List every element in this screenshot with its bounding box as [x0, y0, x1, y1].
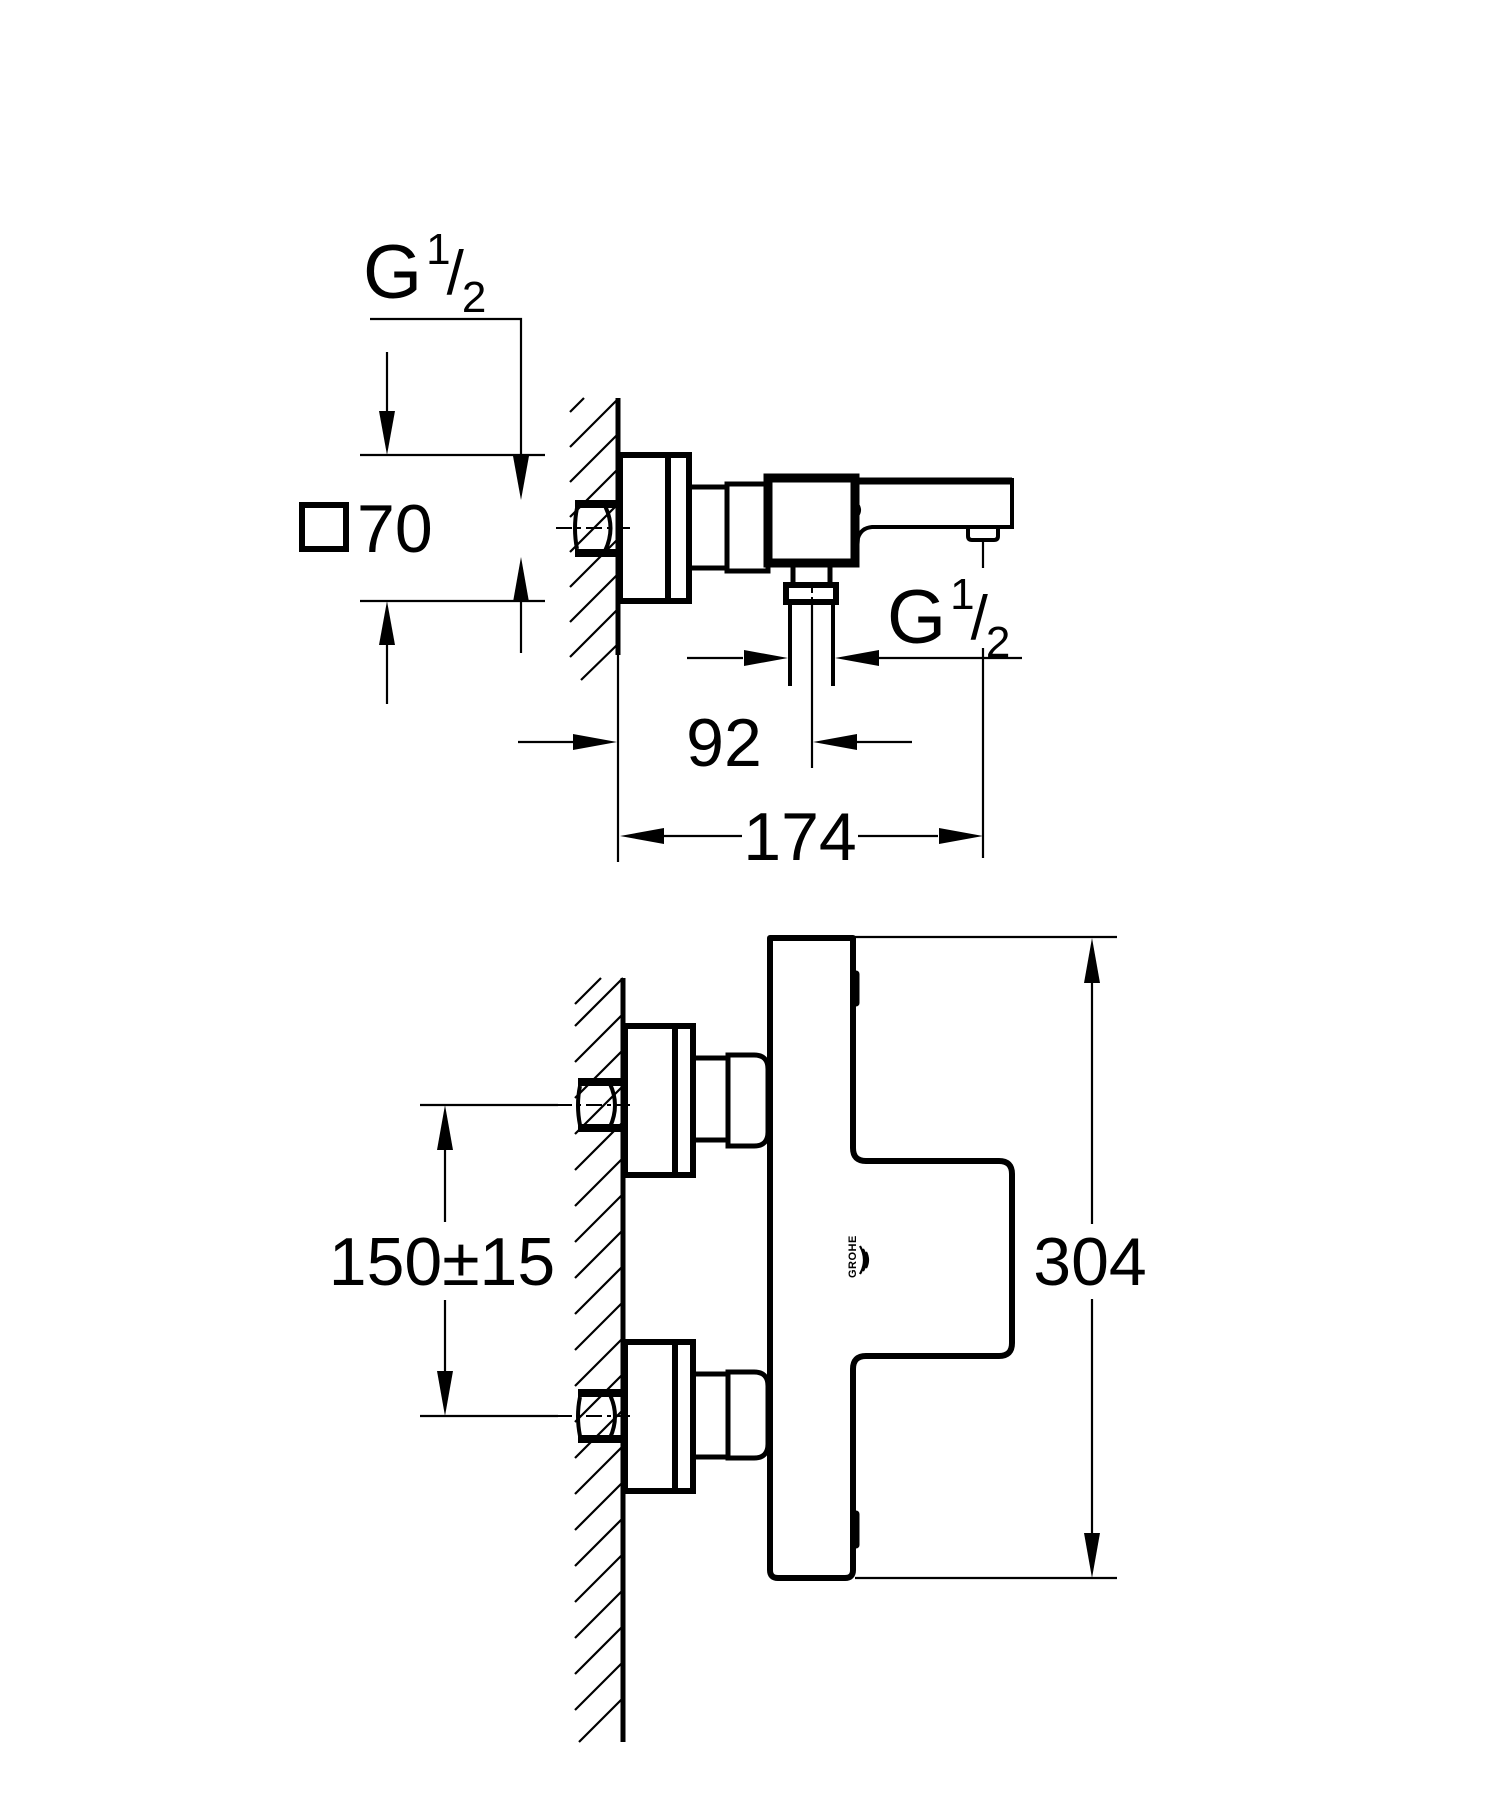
spout-reach-label: 174 — [743, 799, 856, 875]
dimension-total-height: 304 — [853, 935, 1147, 1580]
connection-shaft-side-view — [686, 484, 730, 571]
side-view: G1/2 70 92 G1/2 — [299, 225, 1022, 875]
lower-connection-shaft — [690, 1371, 731, 1460]
front-view: GROHE 150±15 304 — [329, 935, 1147, 1743]
wall-hatch-front-view — [574, 977, 624, 1743]
lower-escutcheon — [622, 1339, 696, 1494]
shower-outlet-side-view — [783, 563, 839, 768]
inlet-thread-label: G1/2 — [363, 225, 486, 322]
square-symbol — [299, 502, 349, 552]
lower-inlet-nut — [576, 1389, 623, 1443]
escutcheon-size-label: 70 — [357, 491, 433, 567]
dimension-outlet-offset-92: 92 — [518, 705, 912, 781]
dimension-escutcheon-70: 70 — [299, 352, 545, 704]
spout-side-view — [854, 477, 1014, 564]
outlet-offset-label: 92 — [686, 705, 762, 781]
brand-logo: GROHE — [847, 1235, 870, 1278]
spout-nozzle — [966, 527, 1000, 542]
dimension-outlet-thread: G1/2 — [687, 570, 1022, 667]
thermostat-body-outline — [767, 935, 1015, 1581]
upper-connection-collar — [725, 1052, 771, 1149]
connection-collar-side-view — [724, 481, 771, 574]
dimension-inlet-thread: G1/2 — [363, 225, 529, 653]
body-side-notch — [854, 501, 861, 519]
brand-logo-spray-lines — [859, 1245, 870, 1275]
upper-connection-shaft — [690, 1055, 731, 1143]
total-height-label: 304 — [1033, 1224, 1146, 1300]
dimension-inlet-spacing: 150±15 — [329, 1103, 630, 1418]
inlet-spacing-label: 150±15 — [329, 1224, 555, 1300]
brand-logo-text: GROHE — [847, 1235, 859, 1278]
outlet-thread-label: G1/2 — [887, 570, 1010, 667]
escutcheon-side-view — [617, 452, 692, 604]
lower-connection-collar — [725, 1369, 771, 1461]
mixer-body-side-view — [763, 473, 860, 568]
dimension-spout-reach-174: 174 — [620, 542, 985, 875]
upper-escutcheon — [622, 1023, 696, 1178]
